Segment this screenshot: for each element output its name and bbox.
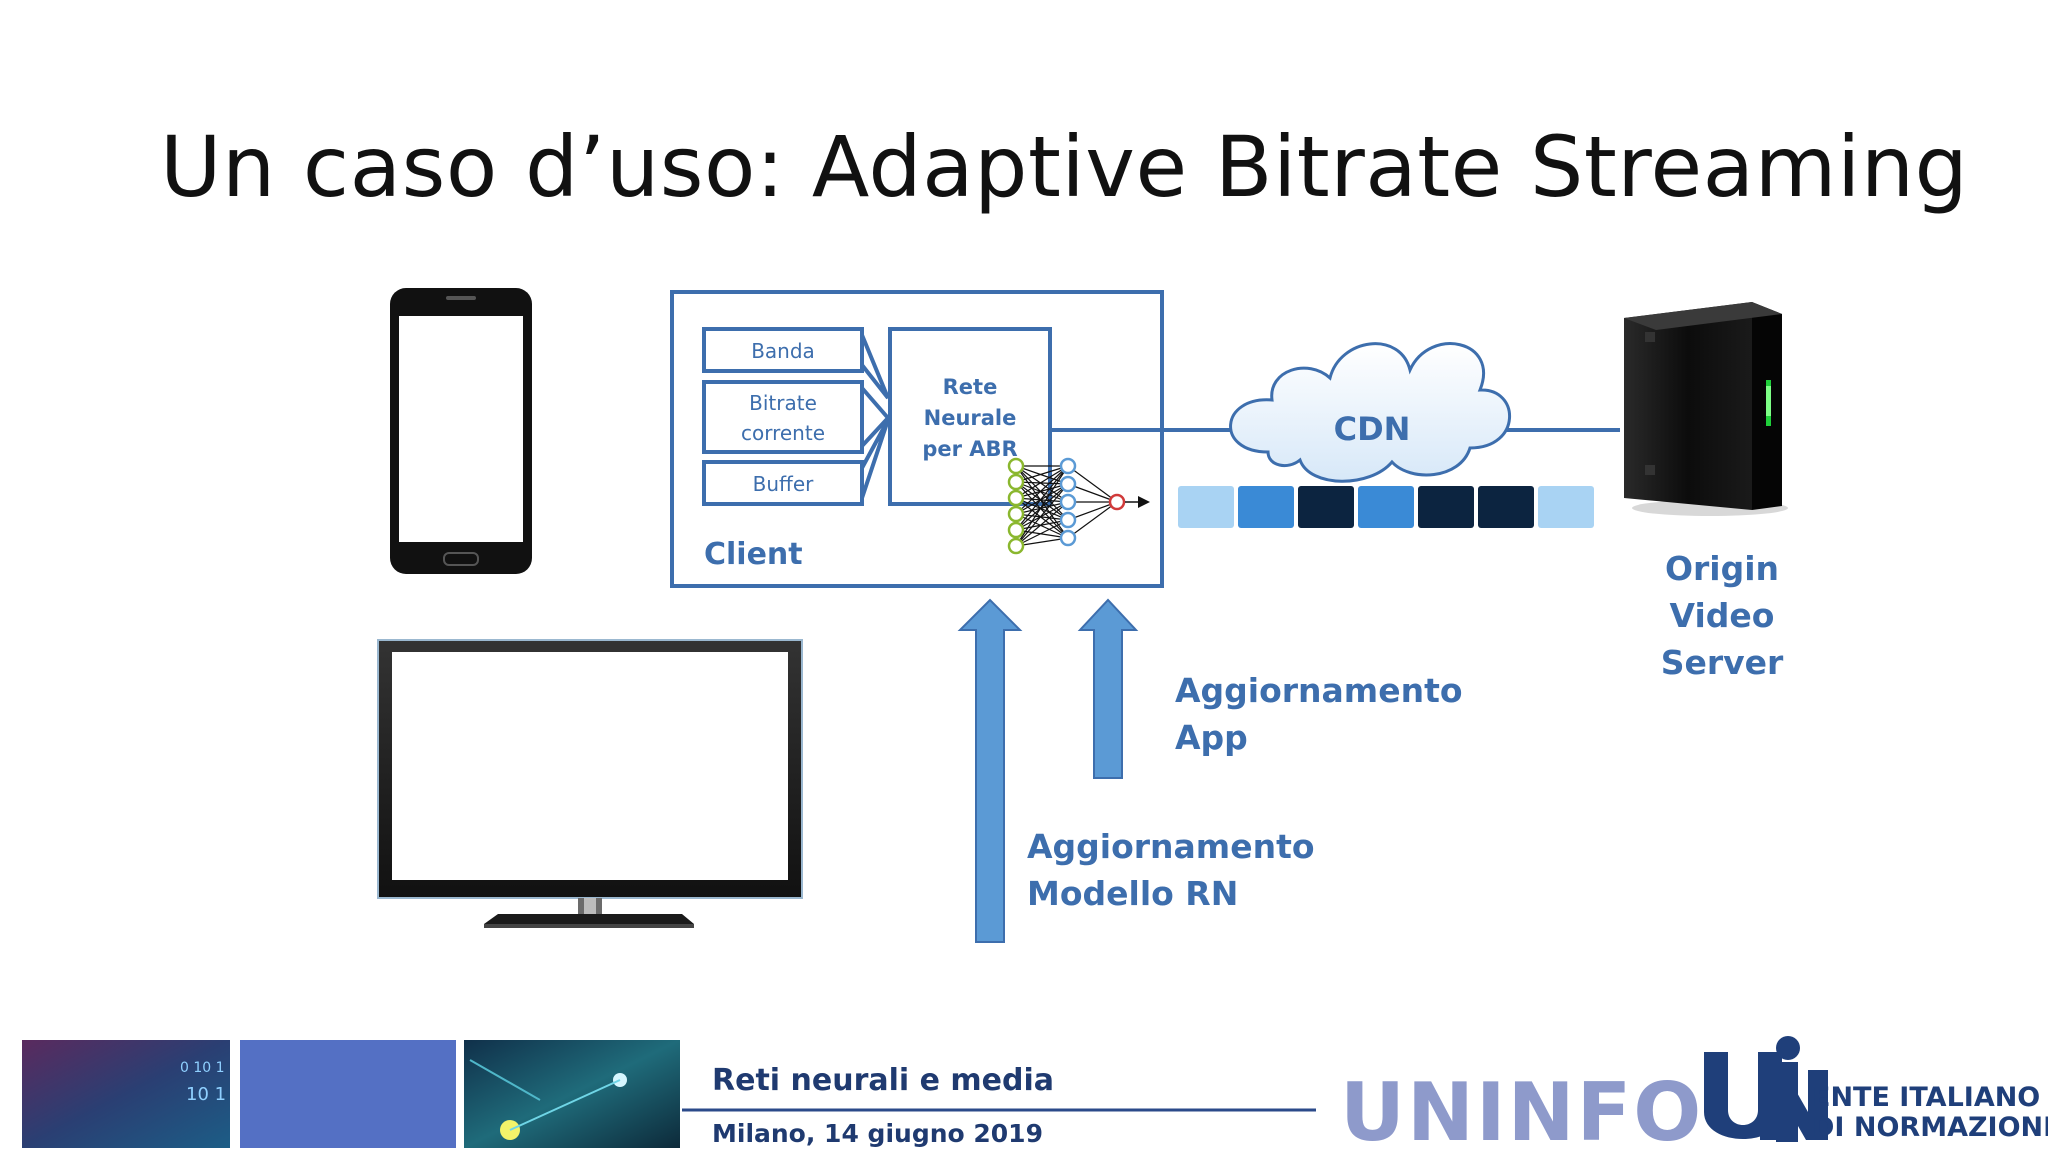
- video-segment: [1238, 486, 1294, 528]
- video-segment: [1538, 486, 1594, 528]
- footer-event-date: Milano, 14 giugno 2019: [712, 1119, 1043, 1148]
- footer-event-title: Reti neurali e media: [712, 1063, 1054, 1098]
- origin-label-1: Origin: [1665, 549, 1779, 588]
- input-box-bitrate: [702, 380, 864, 454]
- video-segment: [1178, 486, 1234, 528]
- smartphone-icon: [390, 288, 532, 574]
- video-segment: [1478, 486, 1534, 528]
- arrow-model-update: [957, 598, 1023, 943]
- client-label: Client: [704, 537, 803, 572]
- origin-label-3: Server: [1661, 643, 1784, 682]
- footer: 0 10 1 10 1 Reti neurali e media Milano,…: [22, 1036, 2048, 1152]
- neural-network-icon: [1007, 457, 1150, 555]
- video-segment: [1298, 486, 1354, 528]
- logo-uni-mark: [1704, 1036, 1828, 1142]
- origin-label-2: Video: [1670, 596, 1775, 635]
- neural-net-label-1: Rete: [943, 375, 998, 399]
- logo-uni-line-2: DI NORMAZIONE: [1812, 1112, 2048, 1143]
- input-buffer-label: Buffer: [753, 472, 814, 496]
- input-box-buffer: [702, 460, 864, 506]
- neural-net-label-3: per ABR: [922, 437, 1017, 461]
- television-icon: [377, 639, 803, 928]
- footer-image-neurons: [464, 1040, 680, 1148]
- svg-text:0 10 1: 0 10 1: [180, 1060, 225, 1076]
- neural-net-box: [888, 327, 1052, 506]
- slide-title: Un caso d’uso: Adaptive Bitrate Streamin…: [160, 118, 1969, 216]
- arrow-app-update: [1077, 598, 1139, 779]
- input-banda-label: Banda: [751, 339, 815, 363]
- update-model-label-1: Aggiornamento: [1027, 827, 1315, 866]
- neural-net-label-2: Neurale: [924, 406, 1017, 430]
- cdn-label: CDN: [1334, 410, 1411, 448]
- update-app-label-2: App: [1175, 718, 1248, 757]
- video-segments: [1178, 486, 1594, 528]
- footer-image-face: [22, 1040, 230, 1148]
- input-bitrate-label-1: Bitrate: [749, 391, 817, 415]
- video-segment: [1358, 486, 1414, 528]
- input-box-banda: [702, 327, 864, 373]
- update-app-label-1: Aggiornamento: [1175, 671, 1463, 710]
- input-bitrate-label-2: corrente: [741, 421, 825, 445]
- logo-uninfo: UNINFO: [1340, 1066, 1703, 1152]
- cdn-cloud-icon: CDN: [1229, 342, 1512, 483]
- update-model-label-2: Modello RN: [1027, 874, 1238, 913]
- logo-uni-line-1: ENTE ITALIANO: [1812, 1082, 2040, 1113]
- video-segment: [1418, 486, 1474, 528]
- footer-image-blue: [240, 1040, 456, 1148]
- svg-text:10 1: 10 1: [186, 1084, 226, 1105]
- server-icon: [1624, 302, 1788, 516]
